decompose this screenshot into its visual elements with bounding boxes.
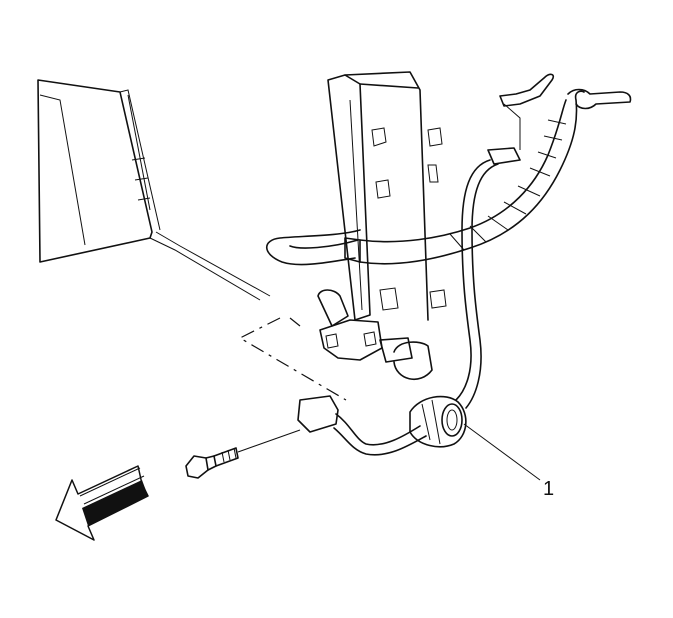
sensor-icon	[409, 395, 467, 448]
sensor-bracket	[317, 289, 433, 381]
coolant-hose-icon	[265, 88, 632, 266]
install-guide-line	[238, 317, 347, 401]
radiator-shroud	[37, 79, 271, 301]
wiring-harness-icon	[297, 147, 521, 456]
callout-1-label: 1	[543, 478, 554, 500]
upper-hose	[499, 73, 555, 150]
radiator-icon	[327, 71, 447, 321]
bolt-icon	[185, 429, 301, 479]
front-direction-arrow-icon	[55, 465, 149, 541]
callout-leader-1	[463, 423, 541, 481]
